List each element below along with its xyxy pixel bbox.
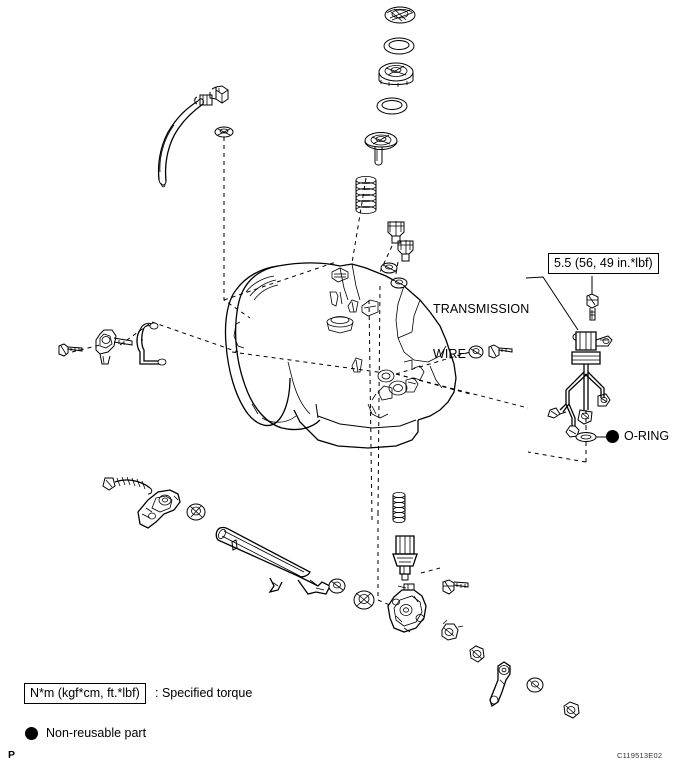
part-compression-spring-top xyxy=(355,175,377,214)
part-manual-valve-shaft xyxy=(215,526,331,595)
part-bolt-center xyxy=(442,579,469,595)
part-oil-strainer-cap xyxy=(384,6,416,24)
part-breather-hose xyxy=(157,98,204,188)
transmission-wire-leader xyxy=(525,276,579,331)
part-transmission-wire-connector xyxy=(571,331,613,365)
legend-nonreusable-dot-icon xyxy=(25,727,38,740)
assembly-dashed-lines xyxy=(71,137,587,607)
part-bolt-right-a xyxy=(488,344,513,359)
part-connector-pin-b xyxy=(397,240,414,262)
part-valve-body-plug xyxy=(378,62,414,87)
figure-id-code: C119513E02 xyxy=(617,751,663,760)
part-check-ball-plug xyxy=(364,132,398,166)
part-o-ring-transmission-wire xyxy=(575,432,606,442)
transmission-wire-callout-label: TRANSMISSION WIRE xyxy=(433,272,543,392)
part-washer-small-top-2 xyxy=(390,277,408,289)
part-wire-bracket xyxy=(95,329,133,365)
part-bushing xyxy=(353,590,375,610)
part-lock-washer xyxy=(441,619,464,641)
part-breather-fitting xyxy=(209,85,229,104)
transmission-case-outline xyxy=(224,262,457,449)
part-parking-lock-spring xyxy=(102,476,153,495)
part-manual-valve-lever-body xyxy=(387,583,427,633)
o-ring-callout-label: O-RING xyxy=(624,429,670,443)
part-speed-sensor-spring xyxy=(392,491,406,524)
part-hose-clamp xyxy=(194,94,213,106)
transmission-wire-label-line2: WIRE xyxy=(433,347,467,361)
part-washer-b xyxy=(526,677,544,693)
part-o-ring-lower xyxy=(376,97,408,115)
part-control-lever xyxy=(489,661,511,708)
part-nut-b xyxy=(563,701,580,719)
part-transmission-wire-harness xyxy=(547,364,611,438)
part-o-ring-upper xyxy=(383,37,415,55)
case-boss-cluster xyxy=(367,359,425,419)
transmission-wire-label-line1: TRANSMISSION xyxy=(433,302,530,316)
part-bolt-left xyxy=(58,343,83,357)
legend-nonreusable-label: Non-reusable part xyxy=(46,726,147,740)
part-oil-cooler-tube xyxy=(136,322,167,366)
torque-spec-callout: 5.5 (56, 49 in.*lbf) xyxy=(548,253,659,274)
part-wire-mount-bolt xyxy=(586,293,599,321)
o-ring-nonreusable-dot-icon xyxy=(606,430,619,443)
part-grommet xyxy=(214,126,234,138)
part-washer-small-top xyxy=(380,262,398,274)
part-washer-right-a xyxy=(468,345,484,359)
page-mark: P xyxy=(8,749,16,761)
part-speed-sensor xyxy=(392,535,418,581)
part-washer-center xyxy=(328,578,346,594)
legend-torque-meaning: : Specified torque xyxy=(155,686,253,700)
legend-torque-unit-box: N*m (kgf*cm, ft.*lbf) xyxy=(24,683,146,704)
part-nut-a xyxy=(469,645,485,663)
part-pawl-pin xyxy=(186,503,206,521)
part-connector-pin-a xyxy=(387,221,405,244)
part-parking-lock-pawl xyxy=(137,489,181,529)
